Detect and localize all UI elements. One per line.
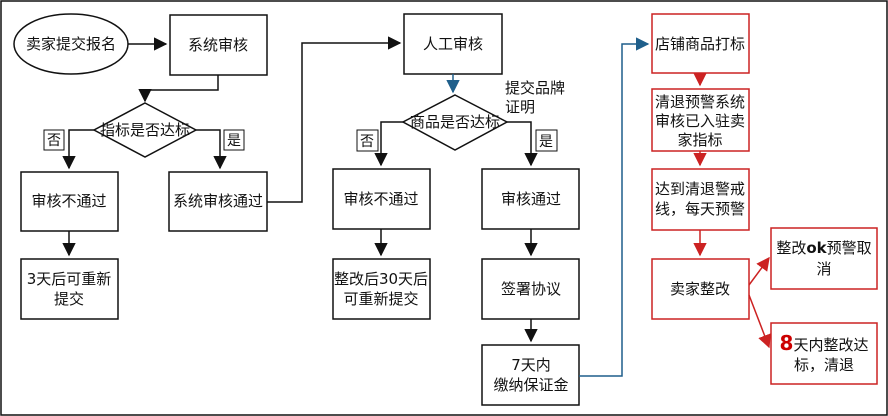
seller-rectify-label: 卖家整改 <box>670 280 730 298</box>
resubmit-3days-line1: 3天后可重新 <box>27 270 112 288</box>
resubmit-30days-line2: 可重新提交 <box>343 290 418 308</box>
store-tag-label: 店铺商品打标 <box>655 35 745 53</box>
clear-8days-line1: 8天内整改达 <box>780 331 869 355</box>
yes-label-box-2 <box>535 129 558 152</box>
indicator-check-label: 指标是否达标 <box>100 121 190 139</box>
arrow-rectify-to-clear <box>748 294 771 349</box>
store-tag-box <box>651 13 750 74</box>
indicator-check-diamond <box>92 102 198 158</box>
arrow-deposit-to-store-tag <box>579 37 650 377</box>
rectify-ok-line2: 消 <box>816 260 831 278</box>
rectify-ok-line1: 整改ok预警取 <box>776 239 871 257</box>
seller-signup-label: 卖家提交报名 <box>26 35 116 53</box>
resubmit-3days-line2: 提交 <box>54 290 84 308</box>
review-fail-box-1 <box>20 171 119 232</box>
review-pass-box <box>481 168 580 230</box>
clearance-warning-box <box>651 88 750 152</box>
review-fail-label-2: 审核不通过 <box>343 190 418 208</box>
arrow-pass-to-manual-review <box>267 36 402 203</box>
no-label-box-1 <box>43 129 65 151</box>
brand-proof-line1: 提交品牌 <box>505 79 565 97</box>
clearance-warning-line1: 清退预警系统 <box>655 93 745 111</box>
review-pass-label: 审核通过 <box>501 190 561 208</box>
arrow-product-no <box>374 121 403 167</box>
rectify-ok-part-ok: ok <box>806 239 827 257</box>
manual-review-box <box>403 13 503 75</box>
arrow-system-review-to-indicator <box>138 75 219 103</box>
warning-line-line2: 线，每天预警 <box>655 200 745 218</box>
review-fail-label-1: 审核不通过 <box>31 192 106 210</box>
system-review-label: 系统审核 <box>188 36 248 54</box>
resubmit-30days-line1: 整改后30天后 <box>334 270 428 288</box>
sign-agreement-label: 签署协议 <box>501 280 561 298</box>
resubmit-3days-box <box>20 258 119 320</box>
arrow-indicator-no <box>62 129 94 170</box>
no-label-2: 否 <box>360 134 374 150</box>
sign-agreement-box <box>481 258 580 320</box>
no-label-1: 否 <box>47 133 61 149</box>
yes-label-box-1 <box>223 129 245 151</box>
clear-8days-digit: 8 <box>780 331 794 355</box>
system-review-box <box>169 14 268 76</box>
warning-line-line1: 达到清退警戒 <box>655 180 745 198</box>
pay-deposit-line1: 7天内 <box>511 356 551 374</box>
arrow-indicator-yes <box>196 129 227 170</box>
warning-line-box <box>651 168 750 231</box>
rectify-ok-part-a: 整改 <box>776 239 806 257</box>
pay-deposit-box <box>481 344 580 406</box>
seller-rectify-box <box>651 258 750 320</box>
brand-proof-line2: 证明 <box>505 98 535 116</box>
product-check-label: 商品是否达标 <box>410 113 500 131</box>
no-label-box-2 <box>356 129 379 152</box>
product-check-diamond <box>401 94 509 151</box>
clear-8days-rest: 天内整改达 <box>793 336 868 354</box>
pay-deposit-line2: 缴纳保证金 <box>493 376 568 394</box>
rectify-ok-part-b: 预警取 <box>827 239 872 257</box>
clear-8days-line2: 标，清退 <box>794 356 854 374</box>
manual-review-label: 人工审核 <box>423 35 483 53</box>
resubmit-30days-box <box>332 258 431 320</box>
yes-label-2: 是 <box>539 134 553 150</box>
system-review-pass-label: 系统审核通过 <box>173 192 263 210</box>
clearance-warning-line2: 审核已入驻卖 <box>655 112 745 130</box>
rectify-ok-box <box>770 227 878 290</box>
yes-label-1: 是 <box>227 133 241 149</box>
arrow-rectify-to-ok <box>748 256 770 286</box>
system-review-pass-box <box>168 171 268 232</box>
arrow-product-yes <box>507 121 538 167</box>
clear-8days-box <box>770 322 878 385</box>
clearance-warning-line3: 家指标 <box>677 131 722 149</box>
